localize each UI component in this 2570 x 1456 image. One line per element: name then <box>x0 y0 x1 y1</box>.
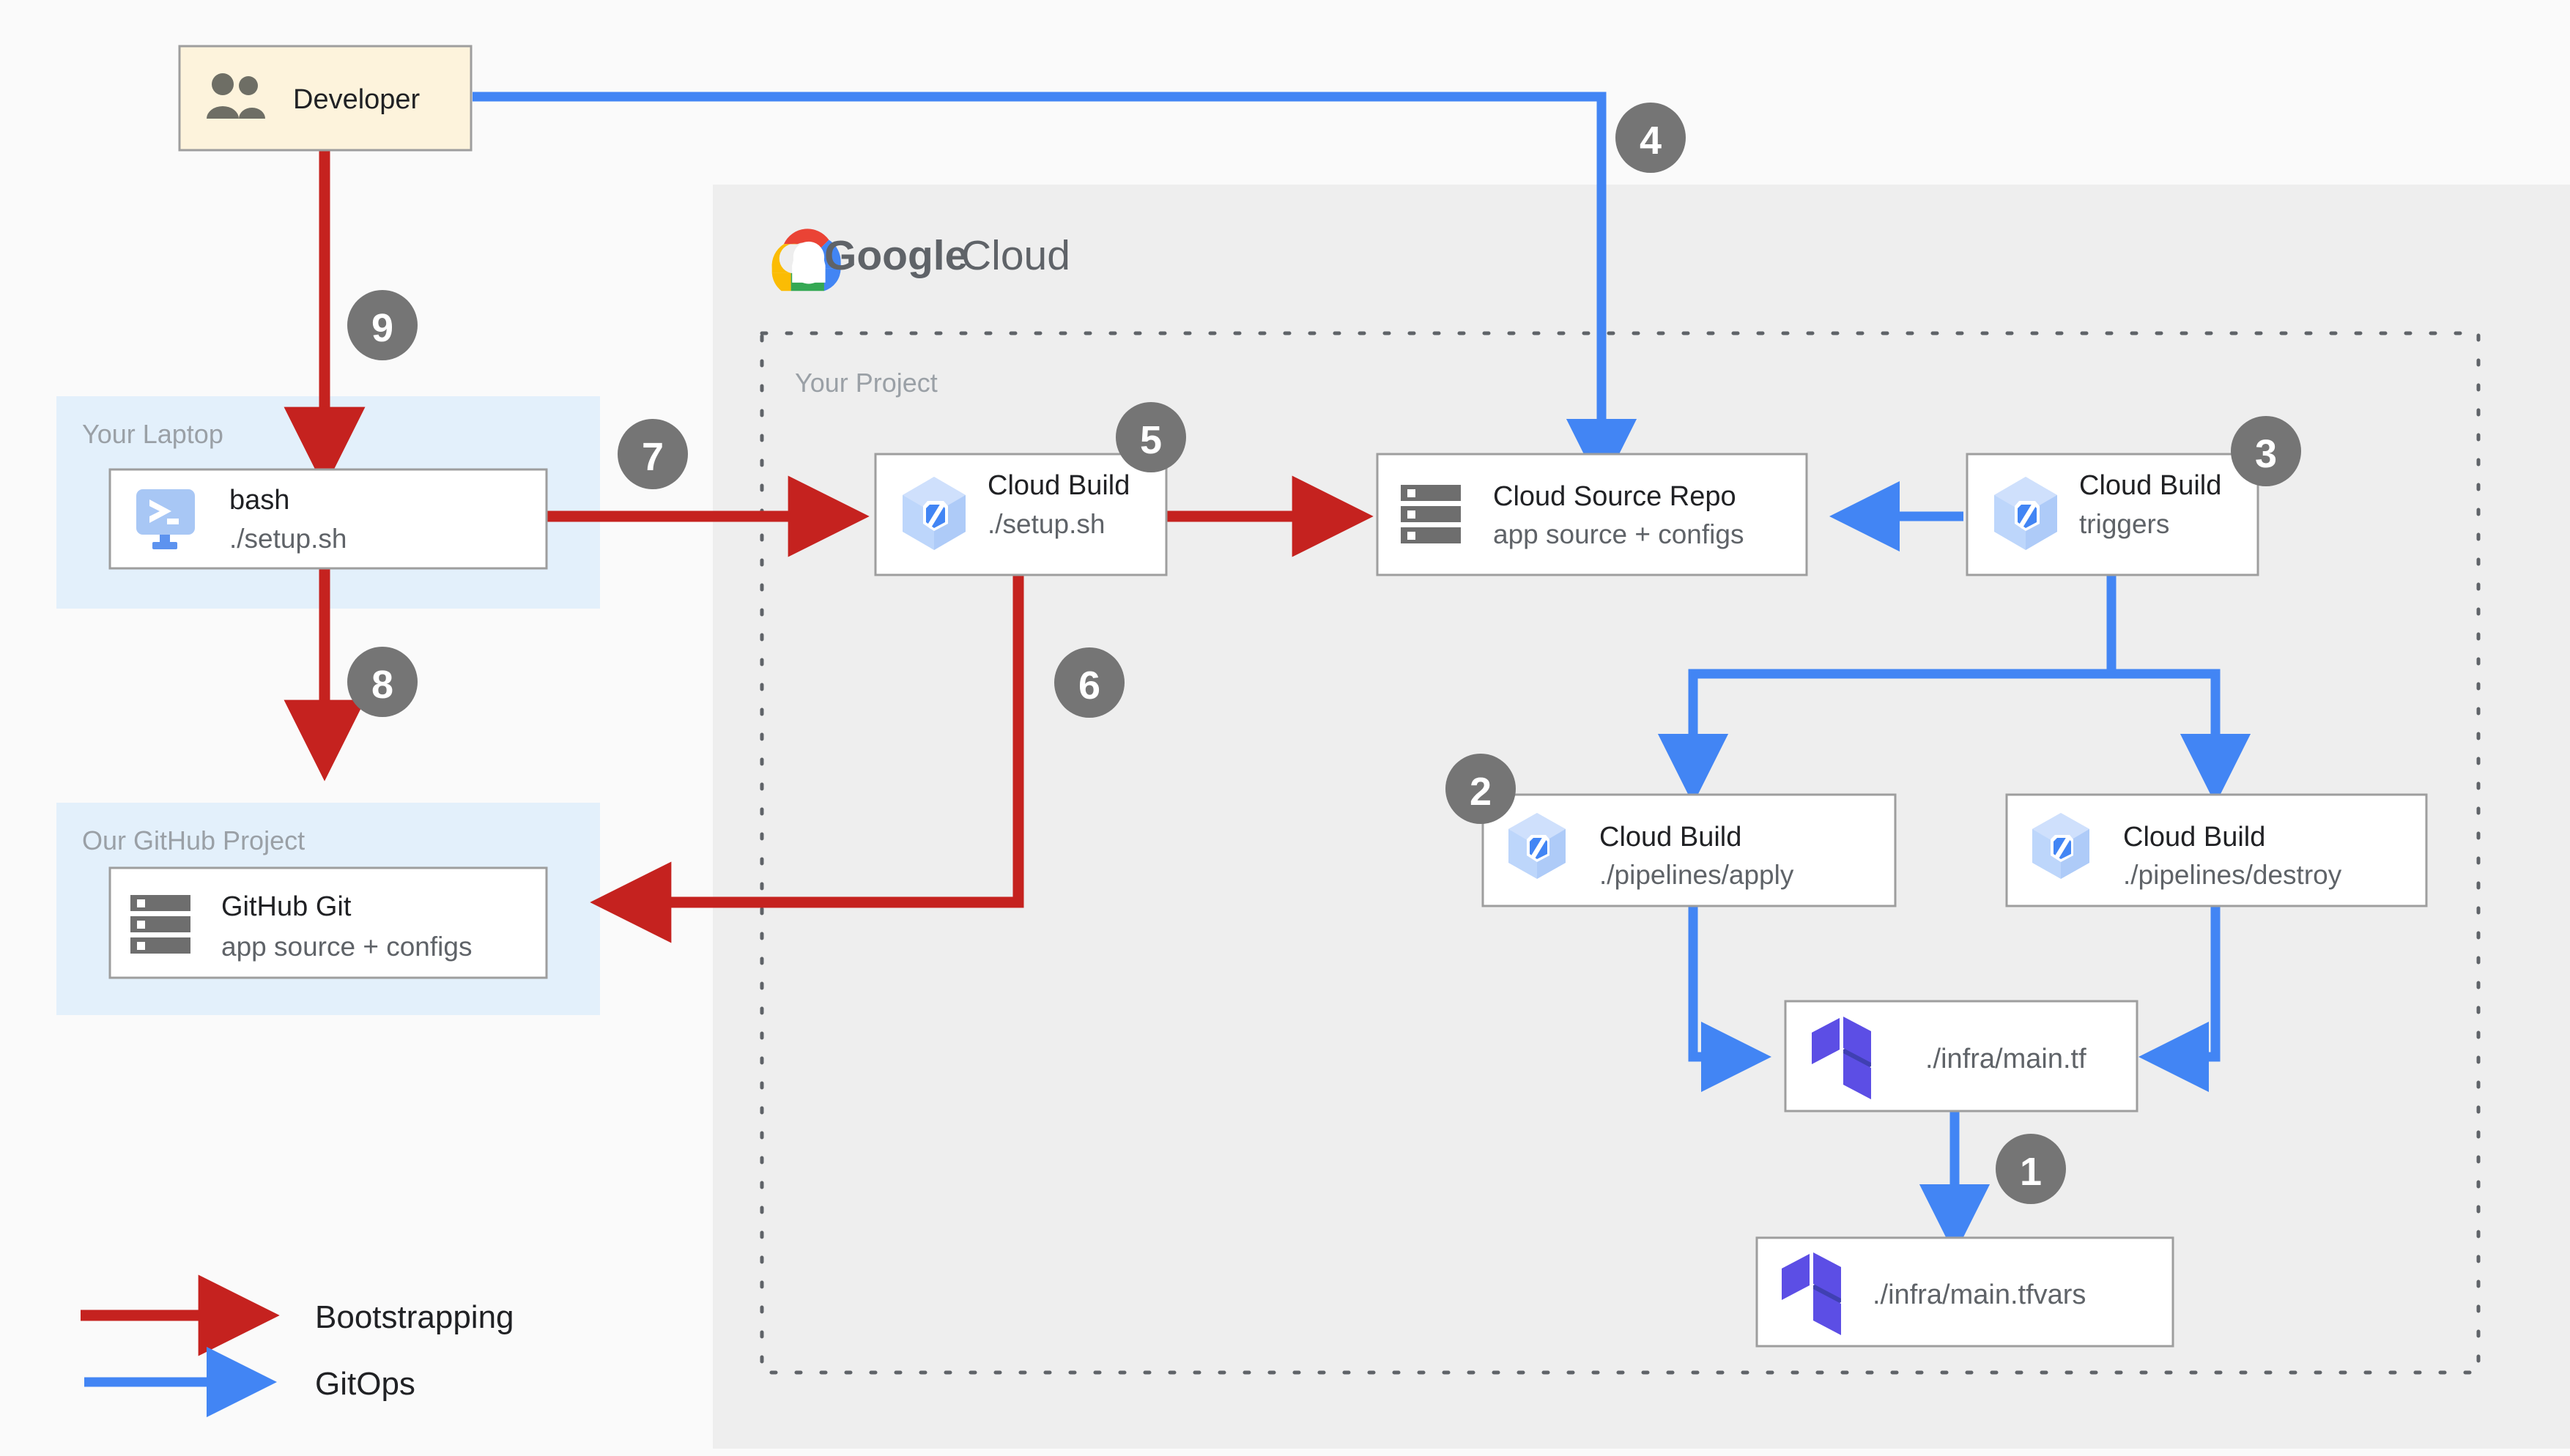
cloud-build-icon <box>1508 813 1566 879</box>
cloud-build-icon <box>903 477 966 550</box>
node-cloudbuild-destroy-subtitle: ./pipelines/destroy <box>2123 860 2342 890</box>
connector-triggers-to-cloudbuild-destroy <box>2106 575 2251 805</box>
node-bash-title: bash <box>229 485 289 516</box>
node-cloudbuild-triggers-subtitle: triggers <box>2079 509 2169 539</box>
step-badge-8: 8 <box>347 647 418 717</box>
step-badge-6-number: 6 <box>1078 664 1100 707</box>
connector-developer-to-cloud-source-repo <box>473 92 1637 490</box>
connector-cloudbuild-apply-to-main-tf <box>1688 906 1772 1093</box>
node-bash[interactable]: bash ./setup.sh <box>108 468 548 570</box>
node-cloudbuild-setup-title: Cloud Build <box>988 470 1130 501</box>
node-cloud-source-repo-subtitle: app source + configs <box>1493 519 1744 549</box>
node-cloud-source-repo-title: Cloud Source Repo <box>1493 481 1736 512</box>
terraform-icon <box>1782 1252 1841 1335</box>
node-github-git-subtitle: app source + configs <box>221 932 472 962</box>
repo-icon <box>130 895 190 954</box>
node-cloudbuild-triggers-title: Cloud Build <box>2079 470 2221 501</box>
node-developer-title: Developer <box>293 84 421 115</box>
google-cloud-word-google: Google <box>824 232 968 279</box>
step-badge-7-number: 7 <box>642 435 664 479</box>
step-badge-7: 7 <box>618 419 688 489</box>
step-badge-9: 9 <box>347 290 418 360</box>
group-label-your-laptop: Your Laptop <box>82 419 223 449</box>
repo-icon <box>1401 485 1461 543</box>
your-project-boundary <box>760 331 2481 1375</box>
legend-item-gitops: GitOps <box>84 1346 415 1418</box>
people-icon <box>207 73 265 119</box>
google-cloud-logo-icon <box>771 229 841 291</box>
step-badge-9-number: 9 <box>371 306 393 350</box>
step-badge-1: 1 <box>1996 1134 2066 1204</box>
step-badge-4-number: 4 <box>1640 119 1662 163</box>
step-badge-5: 5 <box>1116 402 1186 472</box>
node-cloudbuild-apply-title: Cloud Build <box>1599 822 1741 853</box>
google-cloud-word-cloud: Cloud <box>961 232 1070 279</box>
node-cloudbuild-triggers[interactable]: Cloud Build triggers <box>1966 453 2259 576</box>
legend-label-bootstrapping: Bootstrapping <box>315 1299 514 1335</box>
cloud-build-icon <box>2032 813 2089 879</box>
node-cloudbuild-apply[interactable]: Cloud Build ./pipelines/apply <box>1481 793 1897 907</box>
connector-cloudbuild-destroy-to-main-tf <box>2138 906 2221 1093</box>
node-cloudbuild-apply-subtitle: ./pipelines/apply <box>1599 860 1794 890</box>
node-main-tfvars[interactable]: ./infra/main.tfvars <box>1755 1236 2174 1348</box>
node-cloudbuild-setup-subtitle: ./setup.sh <box>988 509 1105 539</box>
your-project-label: Your Project <box>795 368 938 398</box>
node-cloudbuild-destroy-title: Cloud Build <box>2123 822 2265 853</box>
node-main-tfvars-title: ./infra/main.tfvars <box>1873 1279 2086 1310</box>
legend-item-bootstrapping: Bootstrapping <box>81 1274 514 1356</box>
node-developer[interactable]: Developer <box>178 45 473 152</box>
step-badge-2: 2 <box>1445 754 1516 824</box>
step-badge-2-number: 2 <box>1470 770 1492 814</box>
connector-cloudbuild-setup-to-github-git <box>590 575 1024 943</box>
node-main-tf-title: ./infra/main.tf <box>1925 1044 2086 1074</box>
legend: Bootstrapping GitOps <box>81 1274 514 1418</box>
node-cloud-source-repo[interactable]: Cloud Source Repo app source + configs <box>1376 453 1808 576</box>
node-github-git[interactable]: GitHub Git app source + configs <box>108 866 548 979</box>
node-main-tf[interactable]: ./infra/main.tf <box>1784 1000 2138 1113</box>
node-bash-subtitle: ./setup.sh <box>229 524 347 554</box>
step-badge-1-number: 1 <box>2020 1150 2042 1194</box>
terminal-icon <box>136 489 195 549</box>
step-badge-3: 3 <box>2231 416 2301 486</box>
group-label-our-github-project: Our GitHub Project <box>82 825 305 855</box>
connector-layer <box>284 92 2251 1255</box>
cloud-build-icon <box>1994 477 2057 550</box>
legend-label-gitops: GitOps <box>315 1366 415 1402</box>
terraform-icon <box>1812 1017 1871 1099</box>
step-badge-8-number: 8 <box>371 663 393 707</box>
step-badge-3-number: 3 <box>2255 432 2277 476</box>
node-github-git-title: GitHub Git <box>221 891 352 922</box>
step-badge-5-number: 5 <box>1140 418 1162 462</box>
node-cloudbuild-destroy[interactable]: Cloud Build ./pipelines/destroy <box>2005 793 2428 907</box>
step-badge-6: 6 <box>1054 647 1125 718</box>
step-badge-4: 4 <box>1615 103 1686 173</box>
node-cloudbuild-setup[interactable]: Cloud Build ./setup.sh <box>874 453 1168 576</box>
